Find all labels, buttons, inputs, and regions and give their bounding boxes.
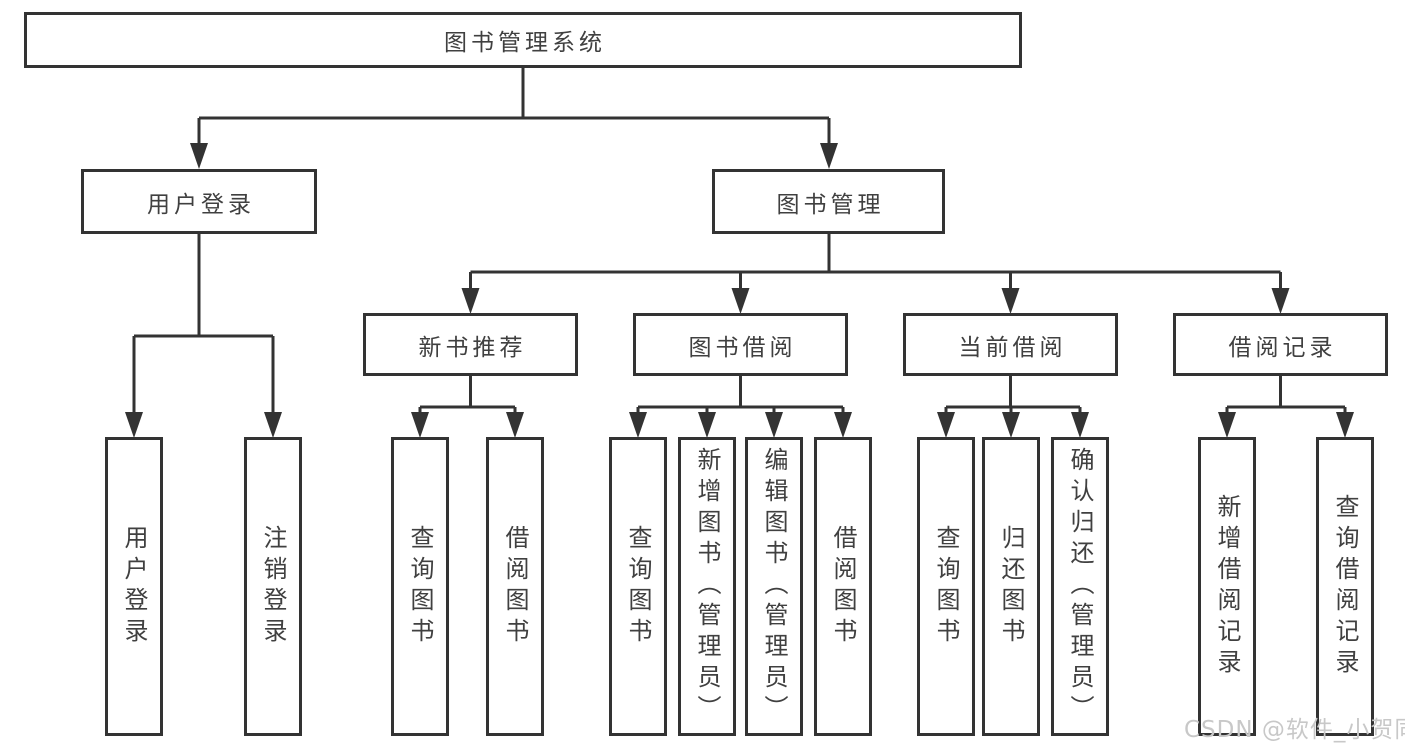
leaf-return-book: 归还图书: [982, 437, 1040, 736]
connector-lines: [132, 67, 1347, 416]
watermark: CSDN @软件_小贺同学: [1184, 717, 1405, 743]
leaf-add-book-admin: 新增图书（管理员）: [678, 437, 736, 736]
node-book-management: 图书管理: [712, 169, 945, 234]
leaf-borrow-books: 借阅图书: [814, 437, 872, 736]
leaf-query-books-recommend: 查询图书: [391, 437, 449, 736]
leaf-add-borrow-record: 新增借阅记录: [1198, 437, 1256, 736]
leaf-edit-book-admin: 编辑图书（管理员）: [745, 437, 803, 736]
node-borrowing-records: 借阅记录: [1173, 313, 1388, 376]
node-new-book-recommendation: 新书推荐: [363, 313, 578, 376]
leaf-borrow-books-recommend: 借阅图书: [486, 437, 544, 736]
leaf-query-books-borrow: 查询图书: [609, 437, 667, 736]
node-library-management-system: 图书管理系统: [24, 12, 1022, 68]
leaf-query-borrow-record: 查询借阅记录: [1316, 437, 1374, 736]
leaf-query-books-current: 查询图书: [917, 437, 975, 736]
node-current-borrowing: 当前借阅: [903, 313, 1118, 376]
node-user-login: 用户登录: [81, 169, 317, 234]
leaf-confirm-return-admin: 确认归还（管理员）: [1051, 437, 1109, 736]
leaf-logout: 注销登录: [244, 437, 302, 736]
node-book-borrowing: 图书借阅: [633, 313, 848, 376]
leaf-user-login: 用户登录: [105, 437, 163, 736]
